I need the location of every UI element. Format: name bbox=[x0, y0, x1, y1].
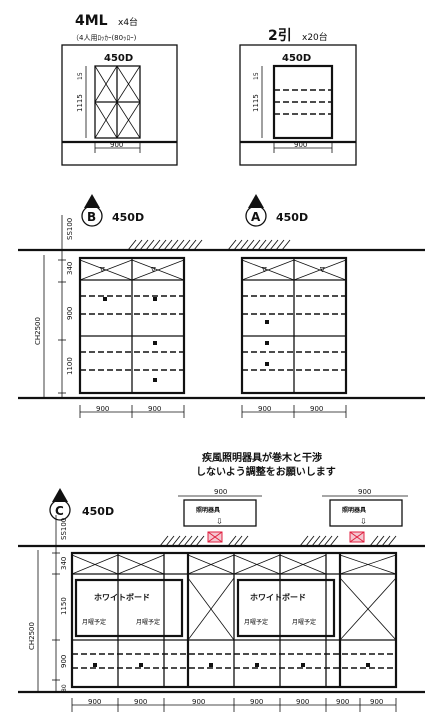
ceiling-height-ss-c: SS100 bbox=[60, 518, 68, 540]
section-a-marker: A 450D bbox=[245, 194, 308, 227]
whiteboard-right-note-1: 月曜予定 bbox=[244, 618, 268, 626]
dim-lower: 1100 bbox=[66, 357, 74, 375]
section-b-marker: B 450D bbox=[81, 194, 144, 227]
cabinet-2hiki-depth: 450D bbox=[282, 53, 311, 64]
locker-4ml-gap: 15 bbox=[77, 72, 84, 80]
section-c-note: 疾風照明器具が巻木と干渉 しないよう調整をお願いします bbox=[196, 451, 336, 478]
svg-text:∇: ∇ bbox=[150, 266, 156, 274]
locker-4ml-height: 1115 bbox=[76, 94, 84, 112]
section-a-units: ∇ ∇ bbox=[240, 256, 348, 395]
svg-text:∇: ∇ bbox=[261, 266, 267, 274]
note-line-2: しないよう調整をお願いします bbox=[196, 465, 336, 478]
dim-c-upper: 340 bbox=[60, 557, 68, 570]
cabinet-2hiki-qty: x20台 bbox=[302, 31, 328, 43]
locker-4ml-frame bbox=[61, 44, 178, 166]
svg-text:⇩: ⇩ bbox=[216, 517, 223, 526]
cabinet-2hiki-title: 2引 bbox=[268, 28, 292, 44]
section-c-letter: C bbox=[55, 504, 64, 518]
section-ba-width-dims: 900 900 900 900 bbox=[79, 405, 347, 418]
section-b-width-2: 900 bbox=[148, 405, 161, 413]
cabinet-2hiki-gap: 15 bbox=[253, 72, 260, 80]
whiteboard-right-note-2: 月曜予定 bbox=[292, 618, 316, 626]
section-c-width-3: 900 bbox=[192, 698, 205, 706]
section-c-marker: C 450D bbox=[49, 488, 114, 521]
section-c-width-6: 900 bbox=[336, 698, 349, 706]
section-b-units: ∇ ∇ bbox=[78, 256, 186, 395]
cabinet-2hiki-detail: 2引 x20台 450D 1115 15 900 bbox=[239, 28, 357, 166]
svg-text:∇: ∇ bbox=[319, 266, 325, 274]
svg-text:⇩: ⇩ bbox=[360, 517, 367, 526]
ceiling-hatch-b bbox=[127, 239, 291, 251]
locker-4ml-qty: x4台 bbox=[118, 16, 138, 28]
fixture-callout-right: 900 照明器具 ⇩ bbox=[322, 488, 408, 543]
whiteboard-right: ホワイトボード 月曜予定 月曜予定 bbox=[236, 578, 336, 638]
cabinet-2hiki-width: 900 bbox=[294, 141, 307, 149]
section-c-width-1: 900 bbox=[88, 698, 101, 706]
section-c-width-2: 900 bbox=[134, 698, 147, 706]
section-c-width-7: 900 bbox=[370, 698, 383, 706]
locker-4ml-width: 900 bbox=[110, 141, 123, 149]
locker-4ml-detail: 4ML x4台 （4人用ﾛｯｶｰ(80ｯﾛｰ) 450D 1115 15 900 bbox=[61, 13, 178, 166]
fixture-callout-left: 900 照明器具 ⇩ bbox=[178, 488, 262, 543]
section-c-units bbox=[70, 551, 398, 689]
ceiling-hatch-c bbox=[159, 535, 397, 547]
whiteboard-left-note-2: 月曜予定 bbox=[136, 618, 160, 626]
fixture-right-width: 900 bbox=[358, 488, 371, 496]
fixture-left-label: 照明器具 bbox=[196, 506, 220, 514]
section-a-width-2: 900 bbox=[310, 405, 323, 413]
fixture-right-label: 照明器具 bbox=[342, 506, 366, 514]
note-line-1: 疾風照明器具が巻木と干渉 bbox=[202, 451, 322, 464]
locker-4ml-subtitle: （4人用ﾛｯｶｰ(80ｯﾛｰ) bbox=[72, 34, 137, 42]
section-c-width-4: 900 bbox=[250, 698, 263, 706]
whiteboard-left-label: ホワイトボード bbox=[94, 592, 150, 602]
fixture-left-width: 900 bbox=[214, 488, 227, 496]
dim-c-lower: 900 bbox=[60, 655, 68, 668]
locker-4ml-depth: 450D bbox=[104, 53, 133, 64]
section-a-depth: 450D bbox=[276, 211, 308, 224]
section-a-letter: A bbox=[251, 210, 261, 224]
section-a-width-1: 900 bbox=[258, 405, 271, 413]
section-b-width-1: 900 bbox=[96, 405, 109, 413]
whiteboard-left-note-1: 月曜予定 bbox=[82, 618, 106, 626]
svg-text:∇: ∇ bbox=[99, 266, 105, 274]
dim-upper: 340 bbox=[66, 262, 74, 275]
section-b-letter: B bbox=[87, 210, 96, 224]
total-height-ch-c: CH2500 bbox=[28, 622, 36, 650]
section-b-vertical-dims: SS100 340 900 1100 CH2500 bbox=[34, 215, 74, 398]
total-height-ch: CH2500 bbox=[34, 317, 42, 345]
section-c-width-5: 900 bbox=[296, 698, 309, 706]
cabinet-2hiki-height: 1115 bbox=[252, 94, 260, 112]
ceiling-height-ss: SS100 bbox=[66, 218, 74, 240]
section-c-vertical-dims: SS100 340 1150 900 80 CH2500 bbox=[28, 515, 68, 692]
dim-c-middle: 1150 bbox=[60, 597, 68, 615]
section-c-depth: 450D bbox=[82, 505, 114, 518]
whiteboard-left: ホワイトボード 月曜予定 月曜予定 bbox=[74, 578, 184, 638]
section-b-depth: 450D bbox=[112, 211, 144, 224]
whiteboard-right-label: ホワイトボード bbox=[250, 592, 306, 602]
section-c-width-dims: 900 900 900 900 900 900 900 bbox=[71, 698, 397, 712]
cabinet-2hiki-frame bbox=[239, 44, 357, 166]
dim-c-base: 80 bbox=[61, 684, 68, 692]
locker-4ml-title: 4ML bbox=[75, 13, 108, 29]
dim-middle: 900 bbox=[66, 307, 74, 320]
